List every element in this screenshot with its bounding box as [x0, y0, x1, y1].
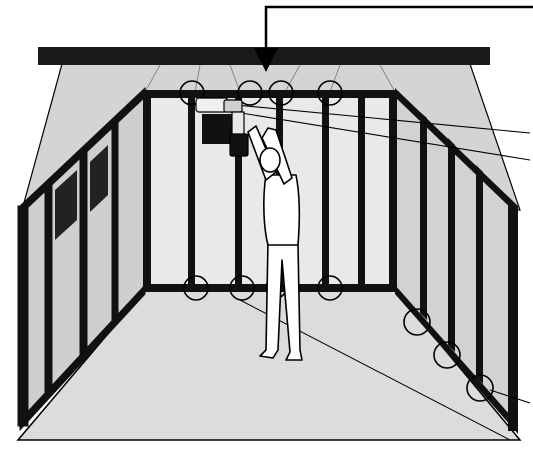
construction-diagram [0, 0, 533, 451]
diagram-canvas [0, 0, 533, 451]
